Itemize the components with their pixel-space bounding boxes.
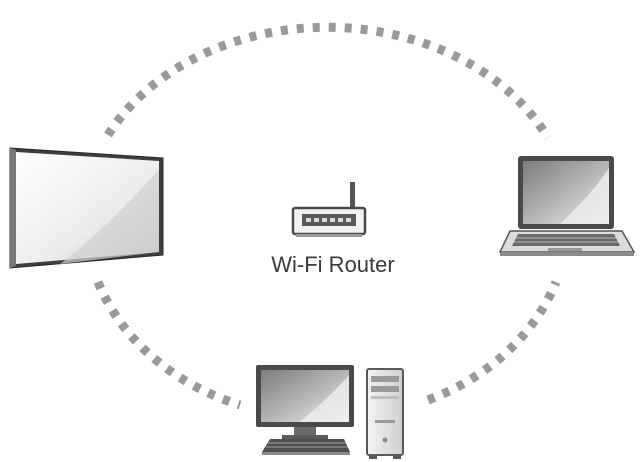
laptop-icon: [498, 156, 636, 256]
desktop-computer-icon: [256, 365, 404, 459]
wifi-router-icon: [291, 182, 367, 237]
tv-icon: [9, 147, 164, 269]
connection-arc-top: [104, 22, 552, 141]
keyboard-icon: [262, 439, 350, 455]
connection-arc-bottom-left: [93, 280, 242, 410]
dotted-connection-ring: [93, 22, 561, 410]
router-label: Wi-Fi Router: [271, 252, 394, 277]
connection-arc-bottom-right: [426, 280, 561, 405]
pc-tower-icon: [366, 368, 404, 459]
monitor-icon: [256, 365, 354, 439]
